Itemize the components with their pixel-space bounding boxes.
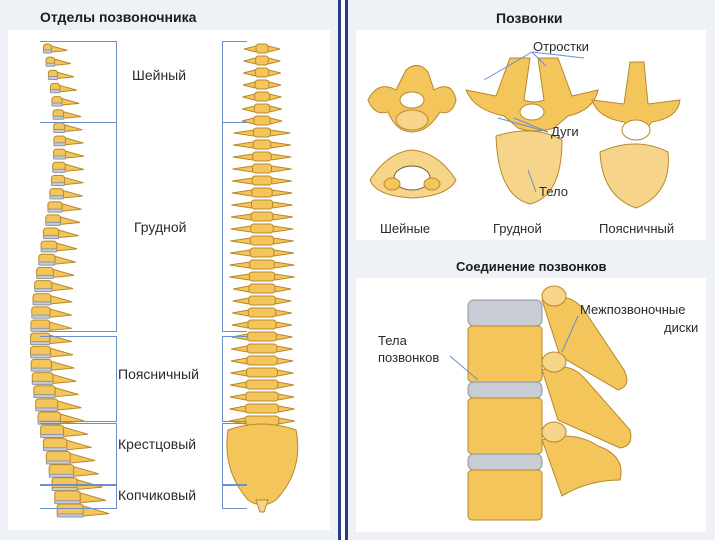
front-vertebra	[252, 139, 272, 150]
vertebrae-title: Позвонки	[496, 10, 563, 26]
label-bodies-1: Тела	[378, 333, 407, 348]
thoracic-vertebra	[465, 57, 599, 205]
cervical-vertebra	[367, 65, 457, 133]
thoracic-bracket-front	[222, 122, 247, 332]
pointer-processes-3	[531, 51, 585, 59]
front-vertebra	[252, 163, 272, 174]
coccygeal-bracket	[40, 485, 117, 509]
spine-sections-title: Отделы позвоночника	[40, 9, 197, 25]
pointer-arches-1	[513, 117, 549, 133]
front-vertebra	[245, 403, 279, 414]
front-vertebra	[247, 307, 277, 318]
label-lumbar: Поясничный	[118, 366, 199, 382]
coccygeal-bracket-front	[222, 485, 247, 509]
atlas-vertebra	[369, 149, 457, 199]
lumbar-bracket	[40, 336, 117, 422]
label-processes: Отростки	[533, 39, 589, 54]
label-arches: Дуги	[551, 124, 579, 139]
label-cervical: Шейный	[132, 67, 187, 83]
vertebrae-types-illustration	[367, 51, 681, 209]
coccyx-front	[255, 499, 269, 513]
front-vertebra	[253, 103, 271, 114]
front-vertebra	[253, 115, 271, 126]
front-vertebra	[249, 235, 275, 246]
cervical-bracket-front	[222, 41, 247, 123]
front-vertebra	[247, 319, 277, 330]
label-discs-2: диски	[664, 320, 699, 335]
front-vertebra	[254, 91, 270, 102]
front-vertebra	[246, 367, 278, 378]
label-cervical-vertebrae: Шейные	[380, 221, 431, 236]
front-vertebra	[253, 127, 271, 138]
label-bodies-2: позвонков	[378, 350, 440, 365]
front-vertebra	[252, 151, 272, 162]
front-vertebra	[254, 67, 270, 78]
pointer-body	[527, 169, 537, 193]
label-lumbar-vertebra: Поясничный	[599, 221, 675, 236]
cervical-bracket	[40, 41, 117, 123]
front-vertebra	[245, 379, 279, 390]
front-vertebra	[248, 283, 276, 294]
vertebrae-panel: Позвонки	[345, 0, 715, 540]
vertebrae-joint-illustration	[449, 285, 632, 521]
sacral-bracket-front	[222, 423, 247, 485]
front-vertebra	[247, 331, 277, 342]
front-vertebra	[251, 187, 273, 198]
front-vertebra	[248, 271, 276, 282]
label-discs-1: Межпозвоночные	[580, 302, 686, 317]
thoracic-bracket	[40, 122, 117, 332]
pointer-arches-2	[497, 117, 549, 133]
sacral-bracket	[40, 423, 117, 485]
front-vertebra	[255, 55, 269, 66]
vertebral-column-segment	[467, 285, 632, 521]
pointer-processes-2	[531, 51, 547, 67]
label-coccygeal: Копчиковый	[118, 487, 197, 503]
front-vertebra	[246, 355, 278, 366]
label-body: Тело	[539, 184, 568, 199]
front-vertebra	[254, 79, 270, 90]
front-vertebra	[250, 199, 274, 210]
front-vertebra	[249, 247, 275, 258]
spine-sections-panel: Отделы позвоночника Шейный Грудной Поясн…	[0, 0, 341, 540]
front-vertebra	[245, 391, 279, 402]
pointer-bodies	[449, 355, 479, 381]
front-vertebra	[250, 211, 274, 222]
joint-title: Соединение позвонков	[456, 259, 607, 274]
label-thoracic-vertebra: Грудной	[493, 221, 542, 236]
front-vertebra	[255, 43, 269, 54]
pointer-processes-1	[483, 51, 533, 81]
front-vertebra	[246, 343, 278, 354]
label-thoracic: Грудной	[134, 219, 187, 235]
pointer-discs	[561, 315, 579, 353]
front-vertebra	[249, 259, 275, 270]
front-vertebra	[251, 175, 273, 186]
front-vertebra	[248, 295, 276, 306]
lumbar-bracket-front	[222, 336, 247, 422]
lumbar-vertebra	[591, 61, 681, 209]
label-sacral: Крестцовый	[118, 436, 197, 452]
front-vertebra	[250, 223, 274, 234]
